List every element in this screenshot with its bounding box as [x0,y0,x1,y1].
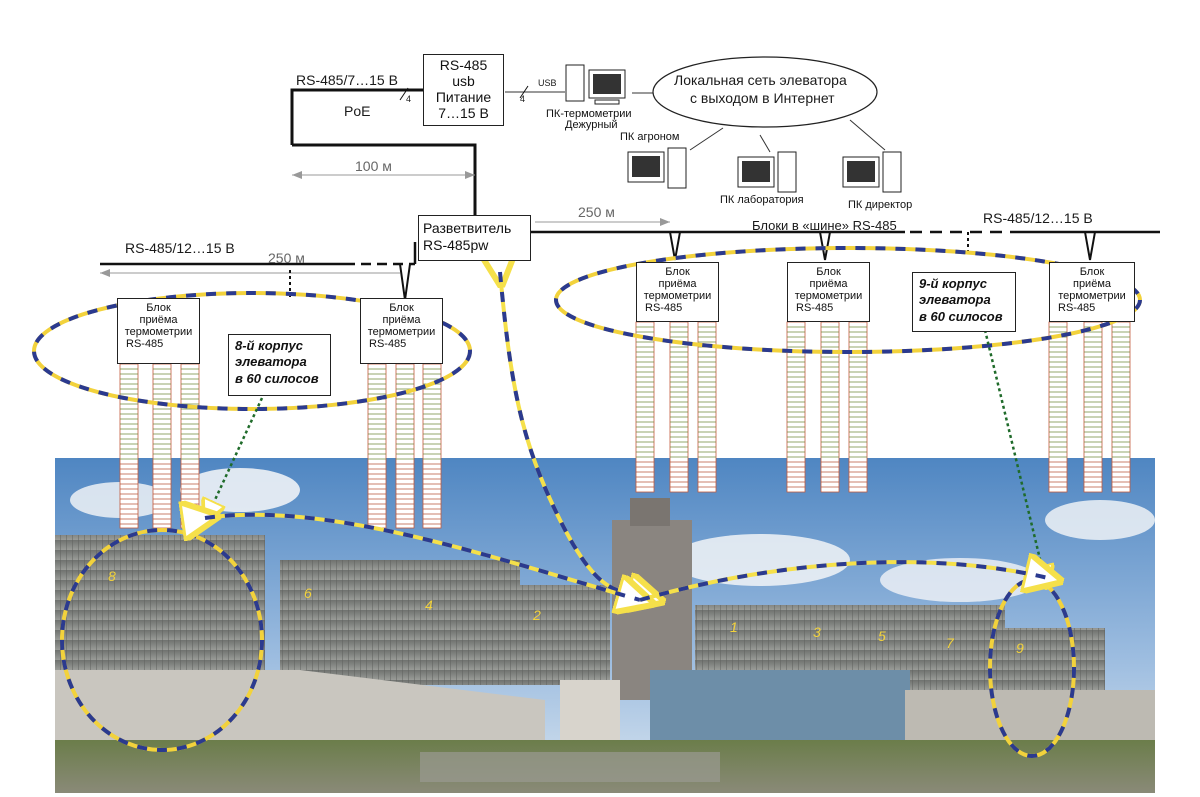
receive-block-1: Блок приёма термометрии RS-485 [117,298,200,364]
block-5-rs: RS-485 [1058,302,1096,315]
silo-building-9 [995,628,1105,698]
callout-9-line1: 9-й корпус [919,276,987,291]
pc-thermometry-icon [565,64,626,105]
callout-8-line2: элеватора [235,354,307,370]
building-number-7: 7 [946,635,954,651]
building-number-8: 8 [108,568,116,584]
poe-line-to-splitter [292,143,477,215]
callout-8-line3: в 60 силосов [235,370,319,386]
bus-label: Блоки в «шине» RS-485 [752,218,897,233]
callout-9-line2: элеватора [919,292,991,308]
block-2-line3: термометрии [367,326,436,339]
lan-cloud [652,56,878,128]
callout-9-line3: в 60 силосов [919,308,1003,324]
building-number-5: 5 [878,628,886,644]
block-2-rs: RS-485 [369,338,407,351]
pc-thermometry-label-1: ПК-термометрии [546,108,632,120]
splitter-line2: RS-485pw [423,236,489,253]
wire-count-1: 4 [406,94,412,104]
block-5-line2: приёма [1072,278,1112,291]
lan-label-line1: Локальная сеть элеватора [674,72,847,88]
block-5-line3: термометрии [1058,290,1126,303]
block-1-line2: приёма [139,314,178,327]
building-number-4: 4 [425,597,433,613]
converter-line2: usb [452,73,475,90]
rs485-poe-label: RS-485/7…15 В [296,72,398,88]
receive-block-5: Блок приёма термометрии RS-485 [1049,262,1135,322]
pc-lab-icon [737,151,797,193]
rs485-right-label: RS-485/12…15 В [983,210,1093,226]
block-3-rs: RS-485 [645,302,683,315]
probe-column [1048,321,1068,493]
building-number-3: 3 [813,624,821,640]
poe-line [290,88,423,145]
probe-column [786,321,806,493]
building-number-6: 6 [304,585,312,601]
probe-column [697,321,717,493]
probe-column [1111,321,1131,493]
callout-8-line1: 8-й корпус [235,338,303,353]
splitter-box: Разветвитель RS-485pw [418,215,531,261]
distance-250-right: 250 м [578,204,615,220]
converter-line3: Питание [435,89,492,106]
lan-label-line2: с выходом в Интернет [690,90,835,106]
receive-block-3: Блок приёма термометрии RS-485 [636,262,719,322]
building-number-1: 1 [730,619,738,635]
block-1-line3: термометрии [124,326,193,339]
usb-label: USB [538,78,557,88]
pointer-8 [208,397,264,515]
block-5-line1: Блок [1079,266,1105,278]
receive-block-4: Блок приёма термометрии RS-485 [787,262,870,322]
flow-tower-to-9 [639,562,1048,602]
building-number-9: 9 [1016,640,1024,656]
warehouse-left [55,670,545,742]
block-1-line1: Блок [146,302,171,314]
splitter-line1: Разветвитель [423,220,512,236]
converter-line1: RS-485 [439,57,488,73]
probe-column [119,363,139,529]
blue-shed [650,670,910,740]
block-4-rs: RS-485 [796,302,834,315]
building-number-2: 2 [533,607,541,623]
block-3-line2: приёма [658,278,697,291]
receive-block-2: Блок приёма термометрии RS-485 [360,298,443,364]
pc-agronom-icon [627,147,687,189]
distance-250-left: 250 м [268,250,305,266]
distance-100: 100 м [355,158,392,174]
poe-label: PoE [344,103,371,119]
pointer-9 [983,329,1045,580]
block-2-line1: Блок [389,302,414,314]
rs485-left-label: RS-485/12…15 В [125,240,235,256]
probe-column [1083,321,1103,493]
probe-column [669,321,689,493]
block-4-line1: Блок [816,266,841,278]
callout-korpus-9: 9-й корпус элеватора в 60 силосов [912,272,1016,332]
block-4-line2: приёма [809,278,848,291]
flow-8-to-tower [205,515,640,600]
block-1-rs: RS-485 [126,338,164,351]
pc-director-icon [842,151,902,193]
pc-lab-label: ПК лаборатория [720,194,804,206]
block-3-line1: Блок [665,266,690,278]
converter-box: RS-485 usb Питание 7…15 В [423,54,504,126]
block-3-line3: термометрии [643,290,712,303]
pc-director-label: ПК директор [848,199,913,211]
pc-thermometry-label-2: Дежурный [565,119,618,131]
pc-agronom-label: ПК агроном [620,131,680,143]
probe-column [820,321,840,493]
callout-korpus-8: 8-й корпус элеватора в 60 силосов [228,334,331,396]
wire-count-2: 4 [520,94,526,104]
probe-column [848,321,868,493]
block-2-line2: приёма [382,314,421,327]
converter-line4: 7…15 В [438,105,489,122]
block-4-line3: термометрии [794,290,863,303]
